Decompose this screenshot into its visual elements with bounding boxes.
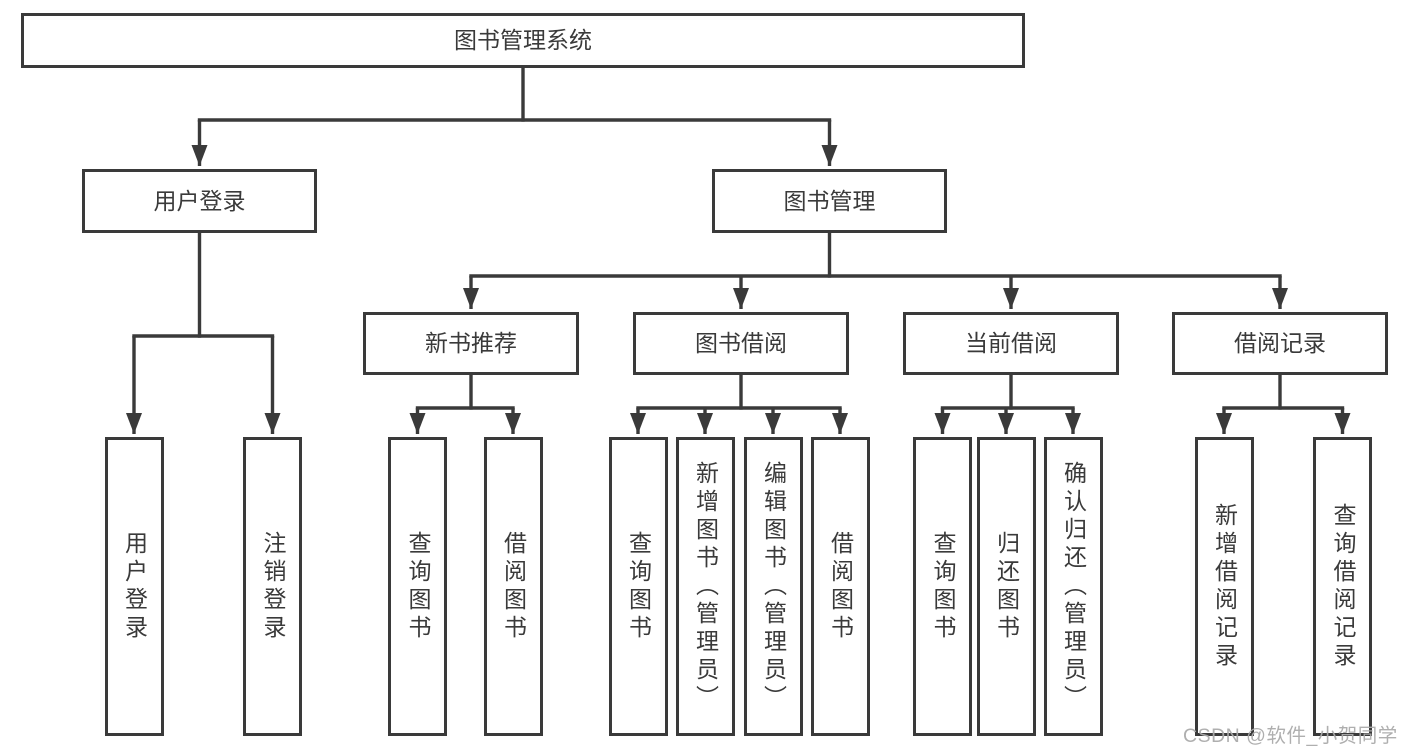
- node-query-books-3: 查询图书: [913, 437, 972, 736]
- node-logout-login: 注销登录: [243, 437, 302, 736]
- node-book-management: 图书管理: [712, 169, 947, 233]
- node-confirm-return-admin: 确认归还（管理员）: [1043, 437, 1103, 736]
- node-label: 归还图书: [993, 530, 1020, 643]
- node-label: 用户登录: [153, 187, 246, 214]
- node-label: 注销登录: [260, 530, 286, 643]
- node-return-books: 归还图书: [976, 437, 1036, 736]
- node-query-books-2: 查询图书: [608, 437, 668, 736]
- node-label: 借阅记录: [1234, 330, 1326, 356]
- node-user-login: 用户登录: [82, 169, 317, 233]
- node-query-borrow-record: 查询借阅记录: [1313, 437, 1372, 736]
- node-label: 借阅图书: [827, 530, 854, 643]
- node-label: 新增借阅记录: [1211, 502, 1238, 671]
- node-edit-books-admin: 编辑图书（管理员）: [743, 437, 803, 736]
- node-label: 图书借阅: [695, 330, 787, 356]
- node-current-borrowing: 当前借阅: [903, 312, 1119, 375]
- node-label: 查询图书: [625, 530, 652, 643]
- node-borrow-books-1: 借阅图书: [483, 437, 543, 736]
- node-label: 图书管理: [783, 187, 876, 214]
- node-label: 确认归还（管理员）: [1060, 460, 1087, 713]
- node-label: 借阅图书: [500, 530, 527, 643]
- node-label: 图书管理系统: [454, 27, 592, 53]
- node-add-books-admin: 新增图书（管理员）: [675, 437, 735, 736]
- node-library-management-system: 图书管理系统: [21, 13, 1025, 68]
- node-user-login-leaf: 用户登录: [104, 437, 164, 736]
- node-label: 新书推荐: [425, 330, 517, 356]
- node-label: 编辑图书（管理员）: [760, 460, 787, 713]
- node-borrowing-records: 借阅记录: [1172, 312, 1388, 375]
- node-new-book-recommendation: 新书推荐: [363, 312, 579, 375]
- node-borrow-books-2: 借阅图书: [810, 437, 870, 736]
- csdn-watermark: CSDN @软件_小贺同学: [1183, 725, 1398, 747]
- node-query-books-1: 查询图书: [388, 437, 447, 736]
- node-label: 新增图书（管理员）: [692, 460, 719, 713]
- node-add-borrow-record: 新增借阅记录: [1194, 437, 1254, 736]
- node-label: 查询图书: [405, 530, 431, 643]
- node-label: 当前借阅: [965, 330, 1057, 356]
- node-label: 用户登录: [121, 530, 148, 643]
- node-label: 查询图书: [930, 530, 956, 643]
- node-book-borrowing: 图书借阅: [633, 312, 849, 375]
- node-label: 查询借阅记录: [1330, 502, 1356, 671]
